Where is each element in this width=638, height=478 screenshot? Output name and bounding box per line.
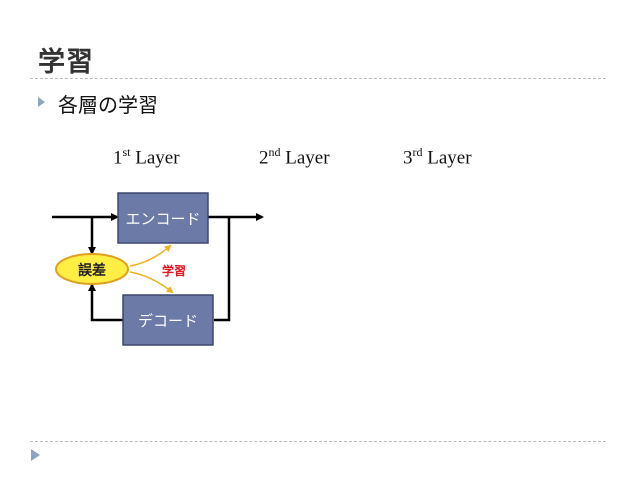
error-ellipse bbox=[55, 253, 129, 285]
layer-3-suffix: rd bbox=[412, 145, 423, 159]
encoder-label: エンコード bbox=[125, 210, 200, 228]
bullet-text: 各層の学習 bbox=[58, 93, 158, 117]
layer-2-number: 2 bbox=[259, 147, 269, 169]
bullet-triangle-icon bbox=[38, 97, 45, 107]
layer-2-label: 2nd Layer bbox=[259, 145, 330, 169]
decoder-box bbox=[122, 294, 214, 346]
title-divider bbox=[30, 78, 606, 79]
decoder-label: デコード bbox=[138, 312, 198, 330]
error-label: 誤差 bbox=[78, 262, 106, 279]
learning-arrow-down bbox=[129, 271, 174, 294]
layer-3-number: 3 bbox=[403, 147, 413, 169]
layer-1-suffix: st bbox=[122, 145, 131, 159]
next-slide-icon[interactable] bbox=[31, 449, 40, 461]
slide-title: 学習 bbox=[38, 47, 94, 78]
layer-2-suffix: nd bbox=[268, 145, 281, 159]
layer-3-label: 3rd Layer bbox=[403, 145, 472, 169]
learning-label: 学習 bbox=[162, 263, 186, 278]
layer-1-label: 1st Layer bbox=[113, 145, 180, 169]
layer-3-word: Layer bbox=[427, 147, 472, 169]
layer-2-word: Layer bbox=[285, 147, 330, 169]
layer-1-number: 1 bbox=[113, 147, 123, 169]
learning-arrow-up bbox=[129, 244, 172, 267]
layer-1-word: Layer bbox=[135, 147, 180, 169]
footer-divider bbox=[30, 441, 606, 442]
encoder-to-decoder-line bbox=[214, 217, 231, 322]
decoder-to-error-arrow bbox=[88, 283, 123, 322]
encoder-box bbox=[117, 192, 209, 244]
